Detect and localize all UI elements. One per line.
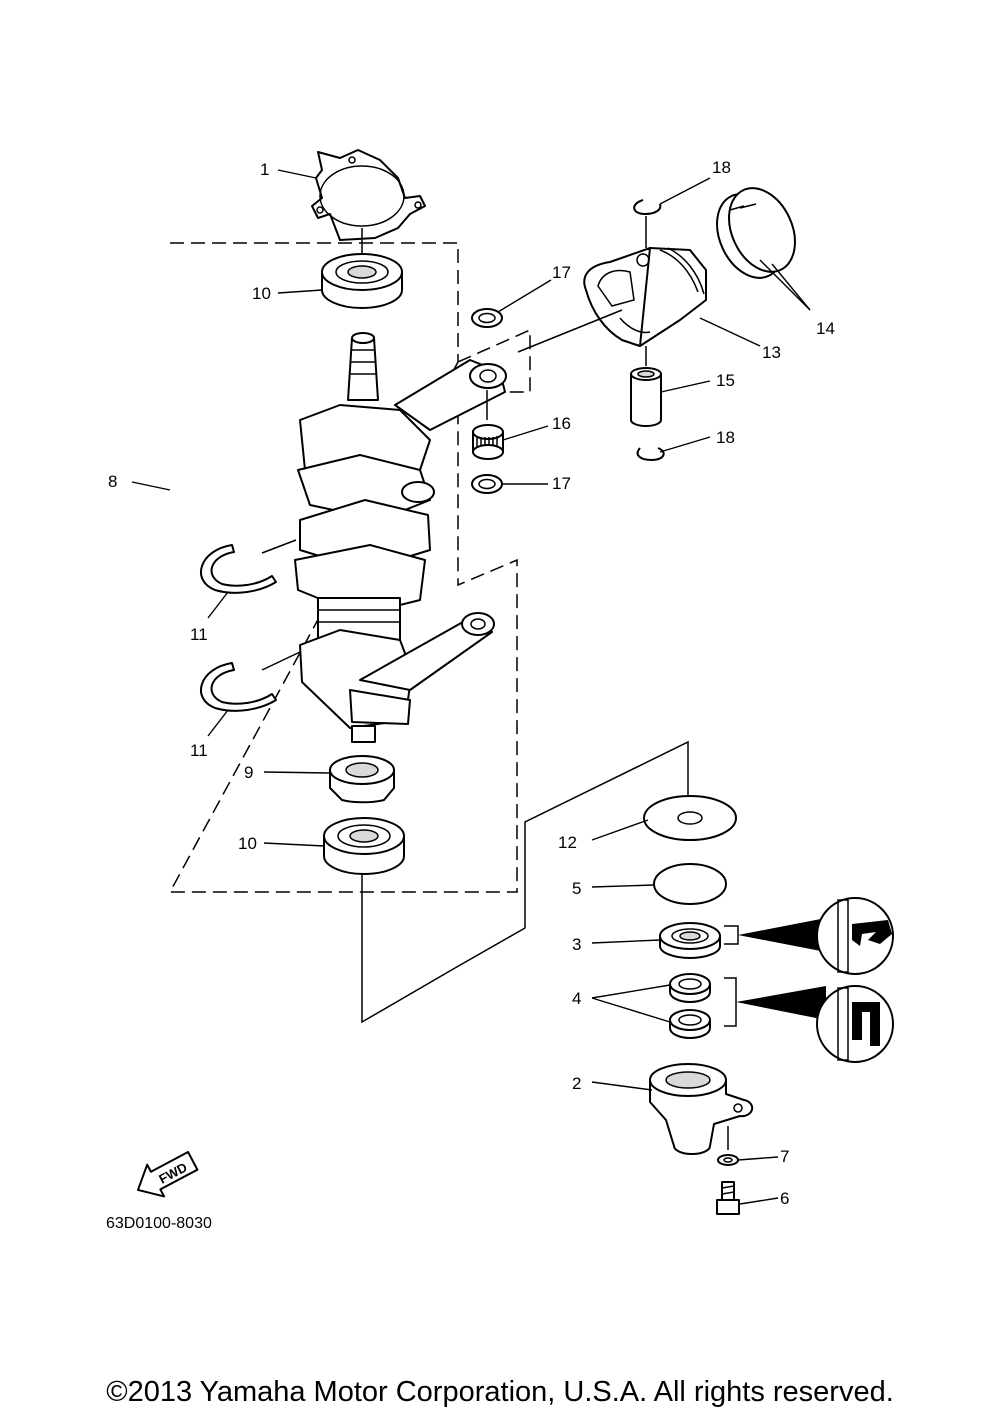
forward-arrow-icon: FWD <box>136 1151 199 1198</box>
leader-lines <box>131 169 811 1205</box>
oil-seal-4-lower-part[interactable] <box>669 1009 711 1039</box>
callout-7: 7 <box>780 1147 789 1166</box>
callout-14: 14 <box>816 319 835 338</box>
bolt-part[interactable] <box>716 1181 740 1215</box>
callout-18-lower: 18 <box>716 428 735 447</box>
callout-12: 12 <box>558 833 577 852</box>
callout-1: 1 <box>260 160 269 179</box>
oil-seal-3-part[interactable] <box>659 922 721 959</box>
drawing-number: 63D0100-8030 <box>106 1215 212 1232</box>
copyright-notice: ©2013 Yamaha Motor Corporation, U.S.A. A… <box>106 1376 894 1408</box>
seal-detail-lower-icon <box>816 985 894 1063</box>
callout-2: 2 <box>572 1074 581 1093</box>
callout-8: 8 <box>108 472 117 491</box>
callout-10-upper: 10 <box>252 284 271 303</box>
seal-housing-part[interactable] <box>649 1063 754 1155</box>
gasket-part[interactable] <box>311 149 426 241</box>
callout-18-upper: 18 <box>712 158 731 177</box>
washer-upper-part[interactable] <box>471 308 503 328</box>
piston-pin-clip-upper-part[interactable] <box>633 199 662 215</box>
crank-ring-upper-part[interactable] <box>199 544 277 594</box>
callout-15: 15 <box>716 371 735 390</box>
crankshaft-assembly[interactable] <box>294 332 507 743</box>
callout-17-lower: 17 <box>552 474 571 493</box>
callout-10-lower: 10 <box>238 834 257 853</box>
callout-17-upper: 17 <box>552 263 571 282</box>
piston-pin-clip-lower-part[interactable] <box>636 447 665 461</box>
callout-16: 16 <box>552 414 571 433</box>
callout-13: 13 <box>762 343 781 362</box>
piston-ring-set-part[interactable] <box>704 177 808 288</box>
washer-lower-part[interactable] <box>471 474 503 494</box>
callout-5: 5 <box>572 879 581 898</box>
callout-3: 3 <box>572 935 581 954</box>
needle-bearing-part[interactable] <box>472 424 504 460</box>
thrust-plate-part[interactable] <box>643 795 737 841</box>
callout-6: 6 <box>780 1189 789 1208</box>
piston-pin-part[interactable] <box>630 367 662 427</box>
o-ring-part[interactable] <box>653 863 727 905</box>
seal-detail-upper-icon <box>816 897 894 975</box>
oil-seal-4-upper-part[interactable] <box>669 973 711 1003</box>
callout-11-upper: 11 <box>190 625 208 644</box>
callout-11-lower: 11 <box>190 741 208 760</box>
callout-labels: 1 10 8 11 11 9 10 17 18 13 14 15 16 18 1… <box>108 158 835 1208</box>
piston-part[interactable] <box>583 247 707 347</box>
oil-seal-part[interactable] <box>329 755 395 804</box>
assembly-boundary <box>168 242 531 893</box>
crank-ring-lower-part[interactable] <box>199 662 277 712</box>
bearing-upper-part[interactable] <box>321 253 403 309</box>
bearing-lower-part[interactable] <box>323 817 405 875</box>
callout-4: 4 <box>572 989 581 1008</box>
callout-9: 9 <box>244 763 253 782</box>
small-washer-part[interactable] <box>717 1154 739 1166</box>
